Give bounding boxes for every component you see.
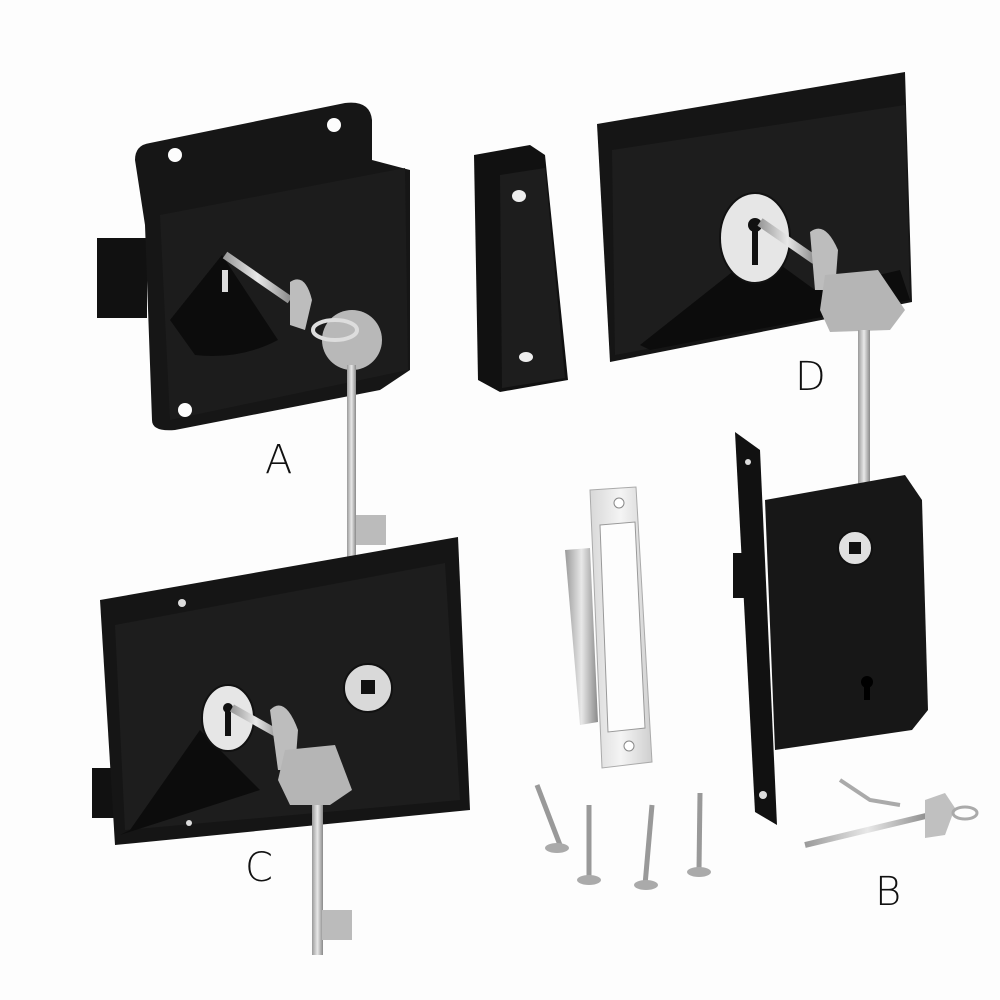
screws [534, 784, 711, 890]
lock-c [92, 537, 470, 955]
lock-a [97, 102, 410, 560]
label-a: A [265, 437, 293, 483]
lock-d [597, 72, 912, 540]
label-b: B [875, 869, 902, 915]
label-c: C [245, 845, 273, 891]
rim-keep [474, 145, 568, 392]
label-d: D [795, 354, 826, 400]
lock-b [733, 432, 979, 848]
strike-plate [565, 486, 653, 769]
